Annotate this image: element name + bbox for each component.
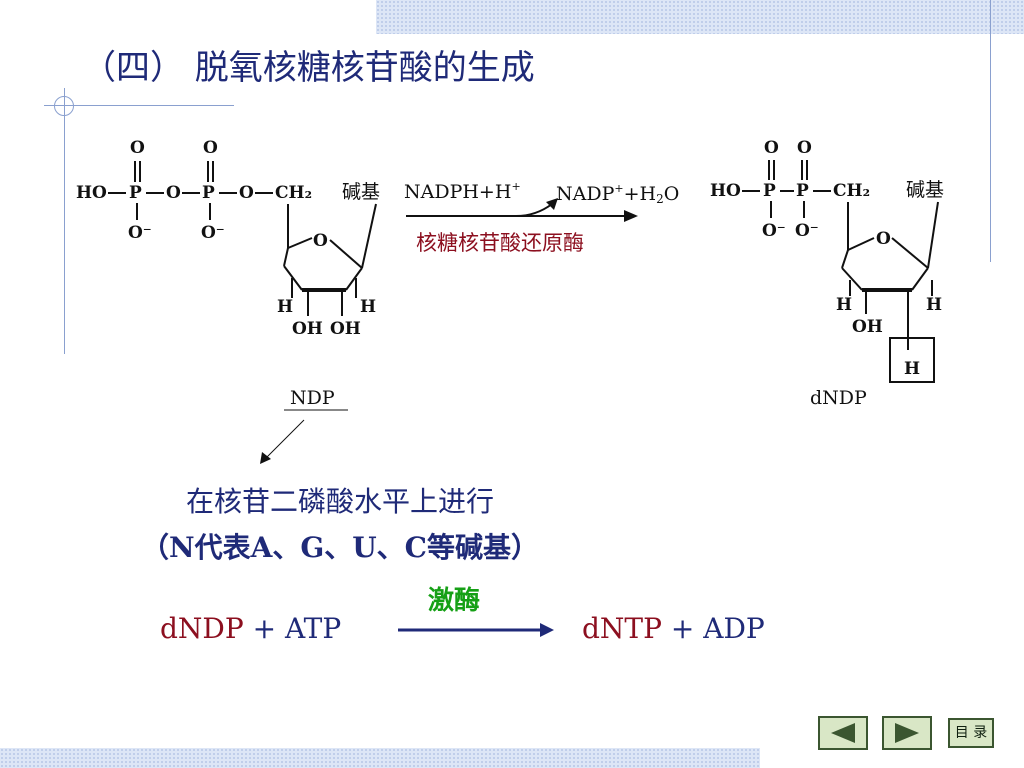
ho-label-product: HO — [710, 181, 741, 201]
ndp-label: NDP — [290, 387, 335, 409]
dndp-structure: HO P O O⁻ P O O⁻ CH₂ 碱基 O H H OH — [710, 138, 944, 383]
main-reaction-arrowhead — [624, 210, 638, 222]
o-minus-1: O⁻ — [128, 223, 152, 243]
reductase-enzyme-label: 核糖核苷酸还原酶 — [416, 231, 584, 255]
reduction-reaction-figure: HO P O O⁻ O P O O⁻ O CH₂ 碱基 O H H — [76, 138, 944, 420]
oh-2prime-ndp: OH — [292, 319, 323, 339]
title-underline-rule — [44, 105, 234, 106]
h-right-dndp: H — [926, 295, 942, 315]
bottom-decoration-band — [0, 748, 760, 768]
ndp-pointer-arrow — [260, 420, 305, 464]
caption-line-2: （N代表A、G、U、C等碱基） — [141, 531, 539, 564]
triangle-left-icon — [831, 723, 855, 743]
equation-right: dNTP + ADP — [582, 612, 765, 645]
cofactor-branch-curve — [515, 203, 553, 217]
caption-line-1: 在核苷二磷酸水平上进行 — [185, 485, 494, 518]
right-vertical-rule — [990, 0, 991, 262]
slide-title: （四） 脱氧核糖核苷酸的生成 — [82, 48, 535, 88]
ester-oxygen: O — [239, 183, 254, 203]
dntp-term: dNTP — [582, 612, 662, 645]
oxygen-top-1-product: O — [764, 138, 779, 158]
o-minus-1-product: O⁻ — [762, 221, 786, 241]
h-left-dndp: H — [836, 295, 852, 315]
atp-term: + ATP — [252, 612, 342, 645]
oxygen-top-2: O — [203, 138, 218, 158]
h-2prime-dndp: H — [904, 359, 920, 379]
crosshair-ornament — [54, 96, 74, 116]
h-left-ndp: H — [277, 297, 293, 317]
oxygen-top-2-product: O — [797, 138, 812, 158]
h-right-ndp: H — [360, 297, 376, 317]
ndp-structure: HO P O O⁻ O P O O⁻ O CH₂ 碱基 O H H — [76, 138, 380, 339]
base-label-right: 碱基 — [906, 179, 944, 201]
kinase-label: 激酶 — [428, 586, 481, 616]
cofactor-in: NADPH+H+ — [404, 180, 521, 203]
cofactor-branch-arrowhead — [546, 198, 558, 210]
ring-oxygen-right: O — [876, 229, 891, 249]
ch2-label-product: CH₂ — [833, 181, 870, 201]
triangle-right-icon — [895, 723, 919, 743]
table-of-contents-button[interactable]: 目 录 — [948, 718, 994, 748]
phosphorus-2-product: P — [796, 181, 809, 201]
kinase-arrow — [398, 623, 554, 637]
dndp-label: dNDP — [810, 387, 867, 409]
highlight-box-2prime-h — [889, 337, 935, 383]
ho-label: HO — [76, 183, 107, 203]
top-decoration-band — [376, 0, 1024, 34]
adp-term: + ADP — [670, 612, 765, 645]
equation-left: dNDP + ATP — [160, 612, 341, 645]
oxygen-top-1: O — [130, 138, 145, 158]
dndp-term: dNDP — [160, 612, 244, 645]
phosphorus-2: P — [202, 183, 215, 203]
phosphorus-1: P — [129, 183, 142, 203]
base-label-left: 碱基 — [342, 181, 380, 203]
oh-3prime-ndp: OH — [330, 319, 361, 339]
reduction-arrow-group: NADPH+H+ NADP++H2O 核糖核苷酸还原酶 — [404, 180, 679, 255]
o-minus-2: O⁻ — [201, 223, 225, 243]
next-slide-button[interactable] — [882, 716, 932, 750]
cofactor-out: NADP++H2O — [556, 182, 679, 206]
o-minus-2-product: O⁻ — [795, 221, 819, 241]
ch2-label: CH₂ — [275, 183, 312, 203]
left-vertical-rule — [64, 88, 65, 354]
phosphorus-1-product: P — [763, 181, 776, 201]
ring-oxygen-left: O — [313, 231, 328, 251]
oh-3prime-dndp: OH — [852, 317, 883, 337]
previous-slide-button[interactable] — [818, 716, 868, 750]
bridge-oxygen: O — [166, 183, 181, 203]
